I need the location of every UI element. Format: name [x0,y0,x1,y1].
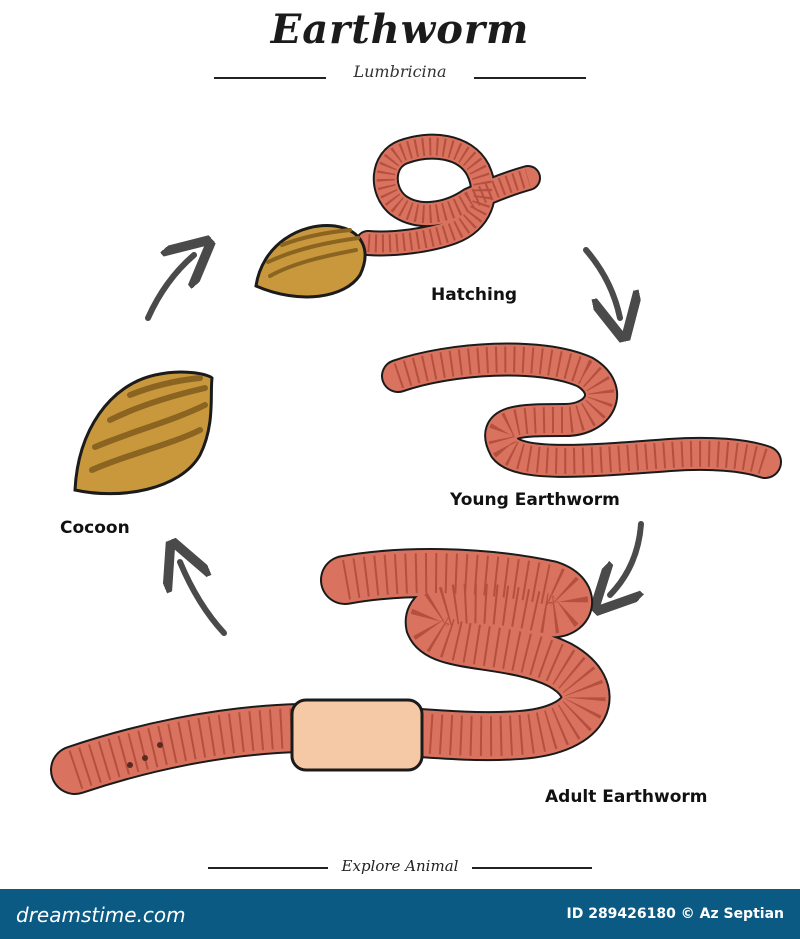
adult-earthworm-illustration [50,548,611,795]
life-cycle-illustration [50,133,782,795]
cocoon-illustration [73,370,214,496]
watermark-bar: dreamstime.com ID 289426180 © Az Septian [0,889,800,939]
label-young-earthworm: Young Earthworm [450,490,620,510]
footer-text: Explore Animal [341,857,459,875]
hatching-illustration [254,133,541,299]
footer-rule-right [472,867,592,869]
arrow-adult-to-cocoon [180,562,227,636]
page-title: Earthworm [270,6,530,53]
page-subtitle: Lumbricina [353,62,447,81]
arrow-hatching-to-young [583,247,620,318]
arrow-young-to-adult [610,521,644,595]
cycle-arrows [145,247,644,636]
brand-logo[interactable]: dreamstime.com [16,903,186,927]
footer-rule-left [208,867,328,869]
clitellum [290,698,424,772]
young-earthworm-illustration [381,342,782,479]
label-cocoon: Cocoon [60,518,130,538]
arrow-cocoon-to-hatching [145,255,194,321]
label-adult-earthworm: Adult Earthworm [545,787,708,807]
label-hatching: Hatching [431,285,518,305]
image-credit: ID 289426180 © Az Septian [566,906,785,922]
title-rule-left [214,77,326,79]
title-rule-right [474,77,586,79]
